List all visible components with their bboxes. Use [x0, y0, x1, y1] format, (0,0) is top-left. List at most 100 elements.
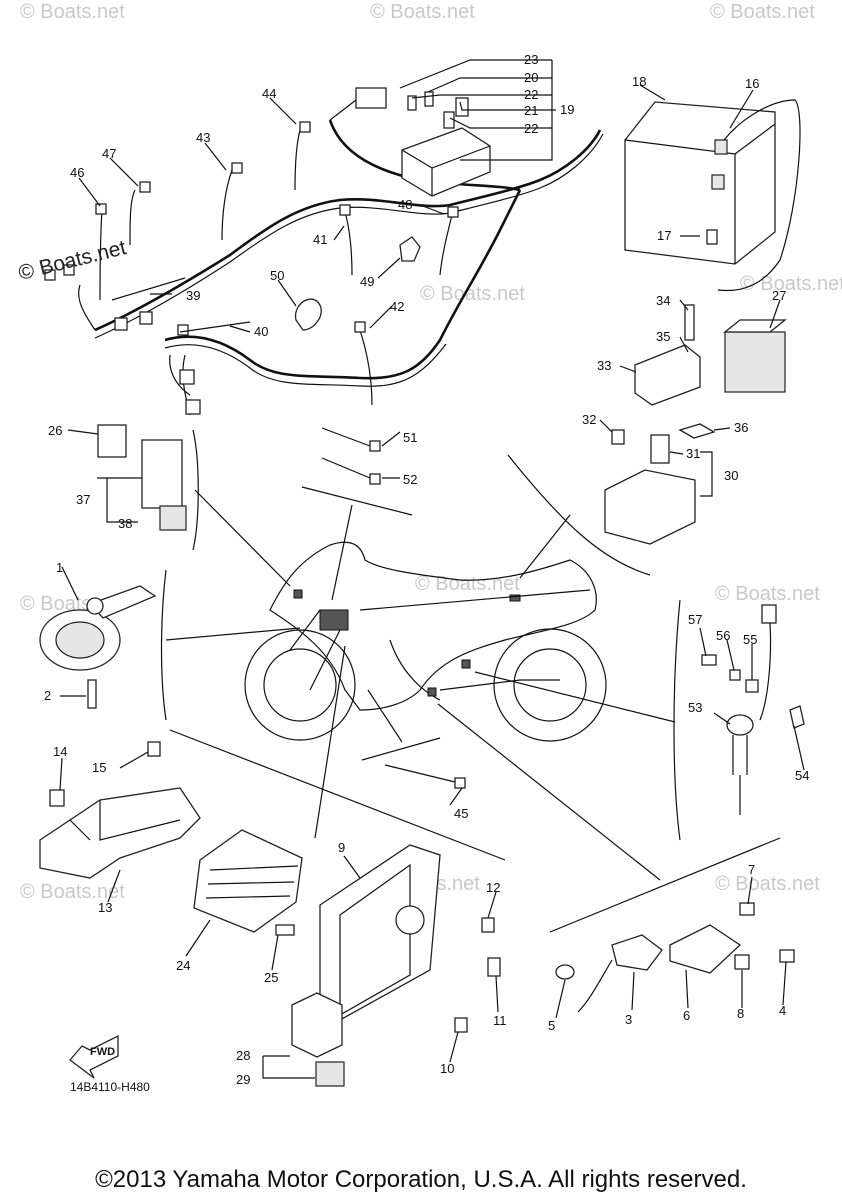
callout-39: 39: [186, 288, 200, 303]
callout-19: 19: [560, 102, 574, 117]
callouts: 1 2 3 4 5 6 7 8 9 10 11 12 13 14 15 16 1…: [44, 52, 809, 1087]
callout-48: 48: [398, 197, 412, 212]
callout-46: 46: [70, 165, 84, 180]
copyright-footer: ©2013 Yamaha Motor Corporation, U.S.A. A…: [95, 1166, 747, 1193]
connector: [299, 121, 311, 133]
callout-37: 37: [76, 492, 90, 507]
callout-32: 32: [582, 412, 596, 427]
relay-parts-left: [97, 424, 199, 551]
relay-parts-right: [604, 304, 787, 545]
callout-28: 28: [236, 1048, 250, 1063]
callout-20: 20: [524, 70, 538, 85]
callout-22a: 22: [524, 87, 538, 102]
callout-47: 47: [102, 146, 116, 161]
motorcycle: [244, 541, 607, 742]
callout-1: 1: [56, 560, 63, 575]
callout-31: 31: [686, 446, 700, 461]
callout-3: 3: [625, 1012, 632, 1027]
callout-11: 11: [493, 1013, 507, 1028]
connector: [231, 162, 243, 174]
connector: [44, 269, 56, 281]
fuse-box: [401, 127, 491, 197]
bolt: [706, 229, 718, 245]
connector: [179, 369, 195, 385]
ecu-mark: [319, 609, 349, 631]
cable-tie: [179, 321, 251, 333]
watermark: © Boats.net: [715, 583, 820, 605]
callout-21: 21: [524, 103, 538, 118]
clamp: [789, 705, 805, 729]
callout-4: 4: [779, 1003, 786, 1018]
bolt: [611, 429, 625, 445]
callout-33: 33: [597, 358, 611, 373]
connector: [114, 317, 128, 331]
callout-18: 18: [632, 74, 646, 89]
callout-26: 26: [48, 423, 62, 438]
starter-relay: [634, 344, 701, 406]
connector: [139, 311, 153, 325]
callout-51: 51: [403, 430, 417, 445]
cable-ties: [321, 427, 466, 789]
callout-43: 43: [196, 130, 210, 145]
relay: [291, 992, 343, 1058]
watermark: © Boats.net: [740, 273, 842, 295]
cover: [159, 505, 187, 531]
ecu-bracket: [291, 844, 501, 1087]
callout-17: 17: [657, 228, 671, 243]
callout-56: 56: [716, 628, 730, 643]
callout-16: 16: [745, 76, 759, 91]
fuse: [424, 91, 434, 107]
callout-52: 52: [403, 472, 417, 487]
clamp: [399, 236, 421, 262]
callout-8: 8: [737, 1006, 744, 1021]
cable-tie: [111, 277, 186, 301]
nut: [745, 679, 759, 693]
connector: [185, 399, 201, 415]
horn: [39, 585, 157, 709]
fuse: [443, 111, 455, 129]
callout-30: 30: [724, 468, 738, 483]
grommet: [481, 917, 495, 933]
diagram-code: 14B4110-H480: [70, 1080, 150, 1094]
callout-15: 15: [92, 760, 106, 775]
callout-12: 12: [486, 880, 500, 895]
connector: [447, 206, 459, 218]
connector: [339, 204, 351, 216]
clamp: [295, 298, 322, 331]
connector: [95, 203, 107, 215]
cover: [315, 1061, 345, 1087]
callout-9: 9: [338, 840, 345, 855]
relay: [604, 469, 696, 545]
callout-5: 5: [548, 1018, 555, 1033]
connector: [177, 324, 189, 336]
watermark: © Boats.net: [20, 1, 125, 23]
bolt: [779, 949, 795, 963]
callout-35: 35: [656, 329, 670, 344]
callout-22b: 22: [524, 121, 538, 136]
fuse: [455, 97, 469, 117]
callout-10: 10: [440, 1061, 454, 1076]
connector: [63, 264, 75, 276]
bolt: [701, 654, 717, 666]
callout-7: 7: [748, 862, 755, 877]
callout-41: 41: [313, 232, 327, 247]
bolt: [87, 679, 97, 709]
watermark: © Boats.net: [420, 283, 525, 305]
callout-2: 2: [44, 688, 51, 703]
callout-13: 13: [98, 900, 112, 915]
callout-36: 36: [734, 420, 748, 435]
wire-harness: [44, 87, 604, 416]
rectifier-regulator: [39, 741, 303, 936]
callout-29: 29: [236, 1072, 250, 1087]
neutral-switch: [701, 604, 805, 815]
bolt: [487, 957, 501, 977]
callout-42: 42: [390, 299, 404, 314]
watermark: © Boats.net: [20, 881, 125, 903]
callout-24: 24: [176, 958, 190, 973]
callout-14: 14: [53, 744, 67, 759]
callout-6: 6: [683, 1008, 690, 1023]
relay: [141, 439, 183, 509]
connector: [355, 87, 387, 109]
connector: [354, 321, 366, 333]
callout-50: 50: [270, 268, 284, 283]
